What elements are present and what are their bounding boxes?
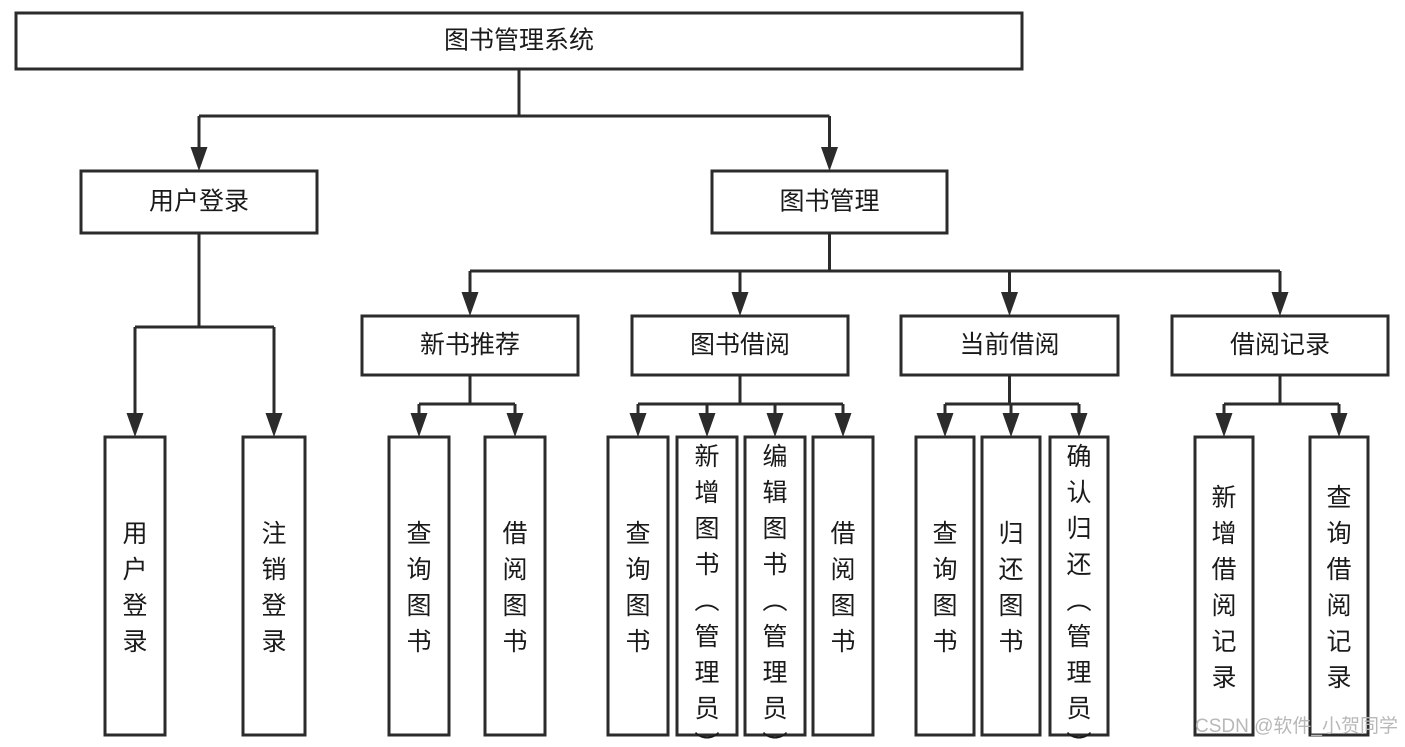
csdn-watermark: CSDN @软件_小贺同学 bbox=[1195, 715, 1398, 737]
node-leaf-query-book-3[interactable]: 查询图书 bbox=[914, 435, 976, 737]
node-leaf-query-book-2[interactable]: 查询图书 bbox=[606, 435, 670, 737]
node-label: 图书管理系统 bbox=[444, 27, 594, 55]
node-label: 查询图书 bbox=[406, 520, 431, 656]
node-label: 图书管理 bbox=[779, 188, 879, 216]
node-label: 借阅记录 bbox=[1230, 331, 1330, 359]
node-box bbox=[675, 435, 739, 737]
node-leaf-add-record[interactable]: 新增借阅记录 bbox=[1193, 435, 1255, 737]
node-label: 归还图书 bbox=[998, 520, 1023, 656]
node-box bbox=[79, 169, 319, 235]
nodes-layer: 图书管理系统用户登录图书管理新书推荐图书借阅当前借阅借阅记录用户登录注销登录查询… bbox=[14, 11, 1390, 747]
arrow-head-icon bbox=[190, 147, 208, 171]
node-box bbox=[483, 435, 547, 737]
arrow-head-icon bbox=[461, 292, 479, 316]
node-box bbox=[980, 435, 1042, 737]
node-box bbox=[710, 169, 949, 235]
node-current-borrow[interactable]: 当前借阅 bbox=[899, 314, 1120, 377]
arrow-head-icon bbox=[936, 413, 954, 437]
node-new-book-rec[interactable]: 新书推荐 bbox=[360, 314, 580, 377]
node-label: 编辑图书︵管理员︶ bbox=[762, 443, 787, 747]
node-label: 新增借阅记录 bbox=[1211, 484, 1236, 692]
node-label: 查询图书 bbox=[625, 520, 650, 656]
node-label: 注销登录 bbox=[261, 520, 286, 656]
node-label: 用户登录 bbox=[149, 188, 249, 216]
arrow-head-icon bbox=[1215, 413, 1233, 437]
node-label: 新书推荐 bbox=[420, 331, 520, 359]
node-box bbox=[360, 314, 580, 377]
node-book-manage[interactable]: 图书管理 bbox=[710, 169, 949, 235]
node-box bbox=[241, 435, 307, 737]
node-leaf-confirm-return[interactable]: 确认归还︵管理员︶ bbox=[1048, 435, 1110, 747]
node-box bbox=[1193, 435, 1255, 737]
node-label: 用户登录 bbox=[122, 520, 147, 656]
node-box bbox=[387, 435, 451, 737]
arrow-head-icon bbox=[410, 413, 428, 437]
arrow-head-icon bbox=[834, 413, 852, 437]
node-box bbox=[103, 435, 167, 737]
node-box bbox=[606, 435, 670, 737]
node-book-borrow[interactable]: 图书借阅 bbox=[630, 314, 850, 377]
node-label: 当前借阅 bbox=[959, 331, 1059, 359]
node-box bbox=[1170, 314, 1390, 377]
arrow-head-icon bbox=[1070, 413, 1088, 437]
node-label: 查询借阅记录 bbox=[1326, 484, 1351, 692]
node-leaf-return-book[interactable]: 归还图书 bbox=[980, 435, 1042, 737]
node-box bbox=[1308, 435, 1370, 737]
node-root[interactable]: 图书管理系统 bbox=[14, 11, 1024, 71]
node-box bbox=[899, 314, 1120, 377]
node-label: 新增图书︵管理员︶ bbox=[694, 443, 719, 747]
arrow-head-icon bbox=[506, 413, 524, 437]
node-box bbox=[1048, 435, 1110, 737]
node-leaf-user-login[interactable]: 用户登录 bbox=[103, 435, 167, 737]
node-box bbox=[14, 11, 1024, 71]
node-label: 图书借阅 bbox=[690, 331, 790, 359]
node-leaf-borrow-book-1[interactable]: 借阅图书 bbox=[483, 435, 547, 737]
edges-layer bbox=[126, 69, 1348, 437]
arrow-head-icon bbox=[629, 413, 647, 437]
node-user-login[interactable]: 用户登录 bbox=[79, 169, 319, 235]
node-leaf-query-record[interactable]: 查询借阅记录 bbox=[1308, 435, 1370, 737]
node-leaf-borrow-book-2[interactable]: 借阅图书 bbox=[811, 435, 875, 737]
node-label: 借阅图书 bbox=[830, 520, 855, 656]
node-leaf-query-book-1[interactable]: 查询图书 bbox=[387, 435, 451, 737]
node-box bbox=[914, 435, 976, 737]
arrow-head-icon bbox=[698, 413, 716, 437]
node-leaf-edit-book[interactable]: 编辑图书︵管理员︶ bbox=[743, 435, 807, 747]
arrow-head-icon bbox=[1002, 413, 1020, 437]
arrow-head-icon bbox=[1271, 292, 1289, 316]
node-borrow-record[interactable]: 借阅记录 bbox=[1170, 314, 1390, 377]
arrow-head-icon bbox=[126, 413, 144, 437]
node-leaf-add-book[interactable]: 新增图书︵管理员︶ bbox=[675, 435, 739, 747]
arrow-head-icon bbox=[265, 413, 283, 437]
arrow-head-icon bbox=[1001, 292, 1018, 316]
arrow-head-icon bbox=[1330, 413, 1348, 437]
node-label: 查询图书 bbox=[932, 520, 957, 656]
node-box bbox=[743, 435, 807, 737]
node-leaf-logout[interactable]: 注销登录 bbox=[241, 435, 307, 737]
arrow-head-icon bbox=[821, 147, 838, 171]
arrow-head-icon bbox=[731, 292, 749, 316]
node-box bbox=[630, 314, 850, 377]
node-label: 借阅图书 bbox=[502, 520, 527, 656]
node-label: 确认归还︵管理员︶ bbox=[1066, 443, 1091, 747]
arrow-head-icon bbox=[766, 413, 784, 437]
node-box bbox=[811, 435, 875, 737]
